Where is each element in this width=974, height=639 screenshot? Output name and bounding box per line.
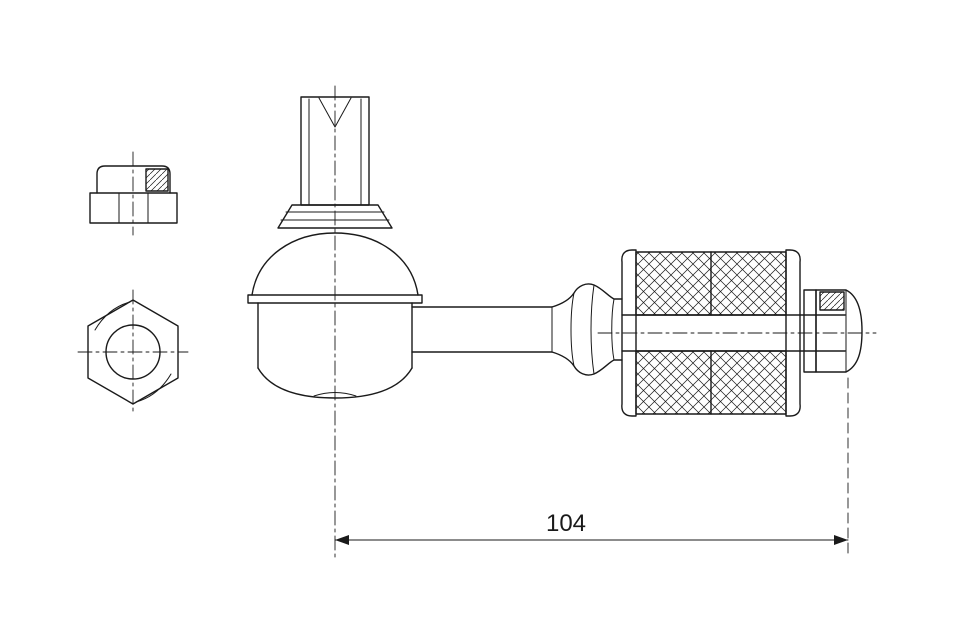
dimension-arrow-left [335, 535, 349, 545]
housing-bottom [257, 367, 413, 399]
hex-nut-bore [105, 324, 161, 380]
housing-dome [251, 232, 419, 296]
housing-flange [247, 294, 423, 304]
stud-collar [277, 204, 393, 229]
end-washer [803, 289, 817, 373]
stud-tip-chamfer [318, 97, 352, 128]
lock-nut-collar [96, 165, 171, 194]
end-nut-insert [819, 291, 845, 311]
housing-bottom-cap [313, 392, 357, 397]
hex-nut-chamfer-arcs [94, 301, 172, 403]
boot-top-profile [551, 283, 623, 308]
housing-body-sides [257, 302, 413, 369]
boot-ribs [570, 284, 615, 375]
hex-nut-centerlines [77, 289, 189, 415]
inner-sleeve [621, 314, 846, 352]
dimension-104: 104 [334, 377, 849, 557]
lock-nut-body [89, 192, 178, 224]
lock-nut-side-view [89, 151, 178, 236]
ball-joint-housing [247, 232, 423, 399]
stud-thread-lines [308, 98, 362, 206]
collar-steps [280, 211, 390, 221]
drawing-root: 104 [77, 85, 877, 561]
stabilizer-link-view [247, 85, 877, 561]
rod-end-boot [551, 283, 623, 376]
bushing-assembly [621, 249, 846, 417]
end-nut-body [815, 289, 863, 373]
lock-nut-nylon-insert [145, 168, 169, 192]
hex-nut-front-view [77, 289, 189, 415]
connecting-rod [411, 306, 553, 353]
end-nut [803, 289, 863, 373]
dimension-arrow-right [834, 535, 848, 545]
hex-nut-outline [87, 299, 179, 405]
boot-bottom-profile [551, 351, 623, 376]
dimension-label: 104 [546, 510, 586, 537]
rod-lines [411, 306, 553, 353]
lock-nut-facet-lines [118, 192, 149, 224]
